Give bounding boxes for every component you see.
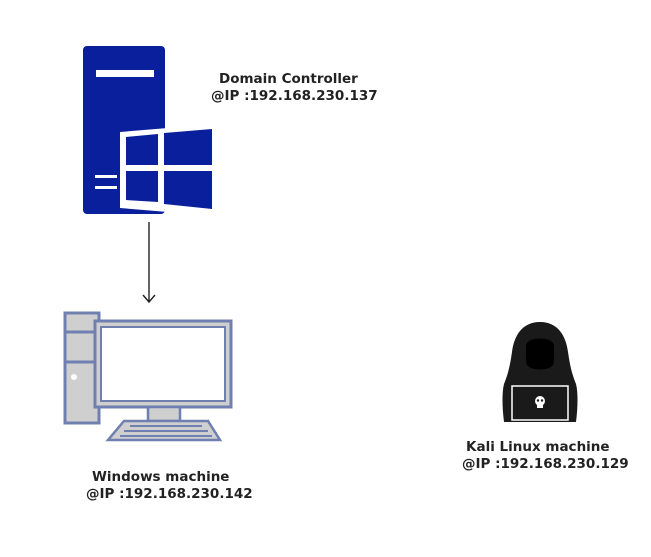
- pc-stand: [146, 405, 182, 423]
- windows-logo-icon: [120, 124, 216, 216]
- server-slot: [96, 70, 154, 77]
- connection-arrow: [142, 222, 156, 304]
- skull-icon: [535, 396, 545, 408]
- server-slot-small-2: [95, 186, 117, 189]
- kali-machine-node: [500, 318, 580, 428]
- windows-machine-node: [62, 310, 238, 446]
- kali-machine-name: Kali Linux machine: [466, 439, 610, 455]
- pc-screen: [100, 326, 226, 402]
- laptop: [511, 385, 569, 421]
- domain-controller-node: [80, 44, 220, 220]
- domain-controller-name: Domain Controller: [219, 71, 358, 87]
- server-slot-small-1: [95, 175, 117, 178]
- domain-controller-label: Domain Controller @IP :192.168.230.137: [211, 71, 378, 105]
- kali-machine-label: Kali Linux machine @IP :192.168.230.129: [462, 439, 629, 473]
- windows-server-icon: [83, 46, 216, 216]
- windows-machine-name: Windows machine: [92, 469, 230, 485]
- domain-controller-ip: @IP :192.168.230.137: [211, 88, 378, 104]
- hooded-hacker-icon: [502, 322, 578, 422]
- desktop-computer-icon: [63, 311, 233, 442]
- windows-machine-ip: @IP :192.168.230.142: [86, 486, 253, 502]
- kali-machine-ip: @IP :192.168.230.129: [462, 456, 629, 472]
- windows-machine-label: Windows machine @IP :192.168.230.142: [86, 469, 253, 503]
